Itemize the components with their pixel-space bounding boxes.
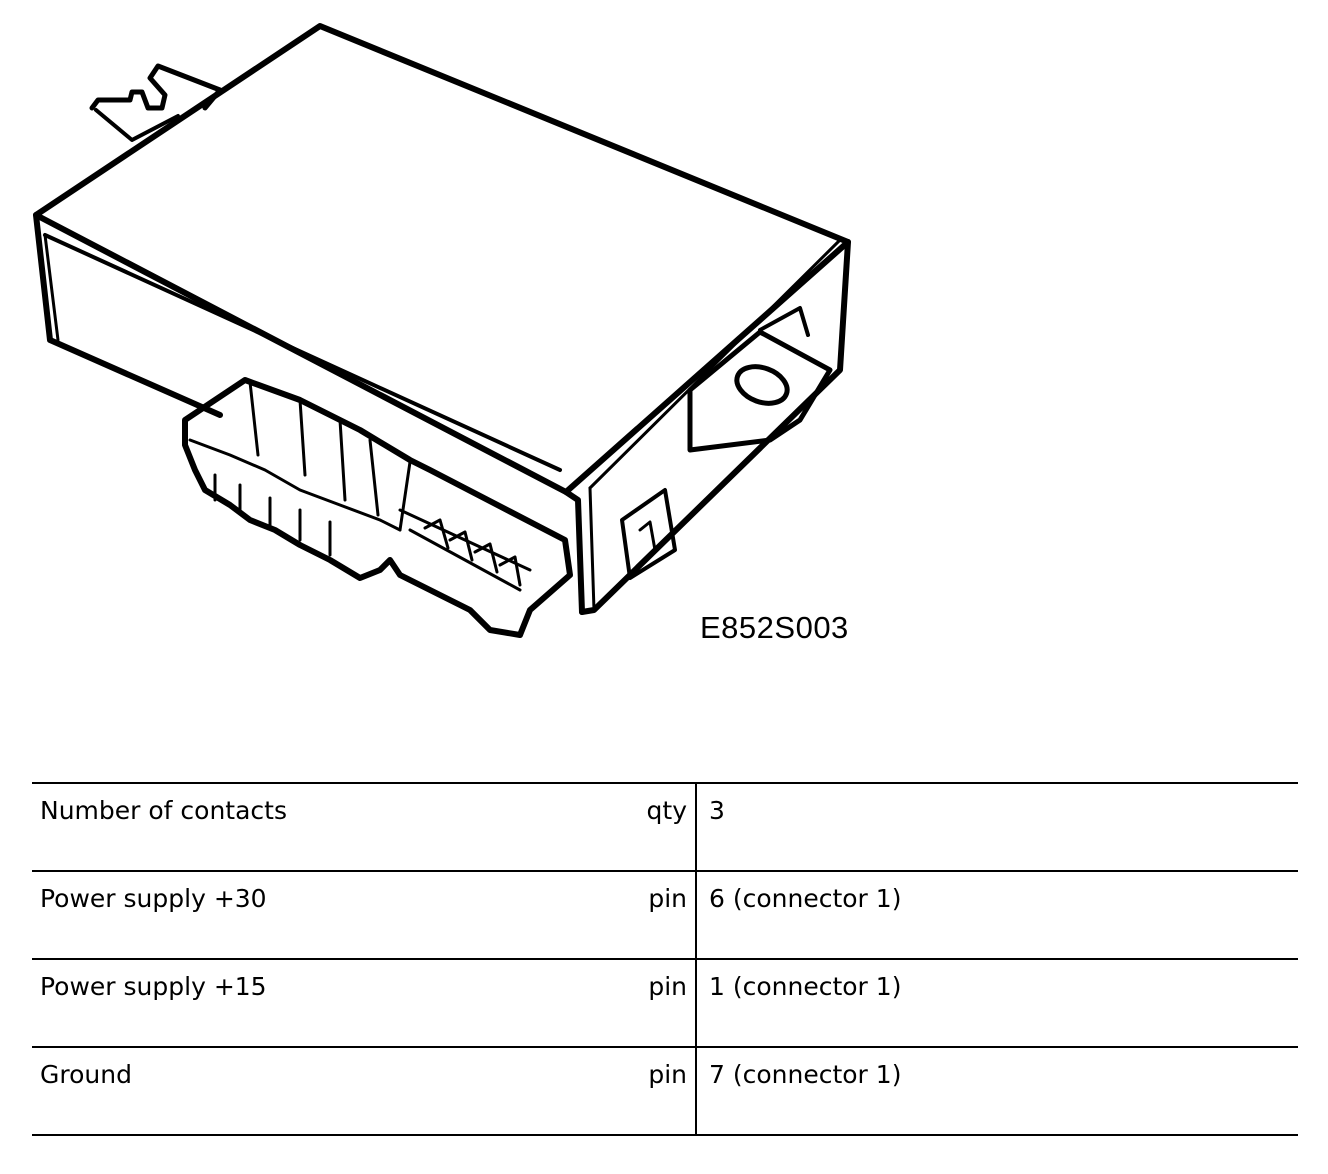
figure-code-label: E852S003: [700, 610, 849, 645]
table-row: Ground pin 7 (connector 1): [32, 1046, 1298, 1136]
spec-unit: qty: [592, 782, 697, 871]
table-row: Power supply +15 pin 1 (connector 1): [32, 958, 1298, 1047]
spec-table: Number of contacts qty 3 Power supply +3…: [32, 782, 1298, 1136]
table-row: Power supply +30 pin 6 (connector 1): [32, 870, 1298, 959]
spec-label: Power supply +30: [32, 870, 592, 959]
table-row: Number of contacts qty 3: [32, 782, 1298, 871]
spec-unit: pin: [592, 1046, 697, 1136]
control-module-illustration: [33, 23, 851, 638]
spec-value: 1 (connector 1): [696, 958, 1298, 1047]
spec-unit: pin: [592, 958, 697, 1047]
spec-label: Number of contacts: [32, 782, 592, 871]
spec-label: Ground: [32, 1046, 592, 1136]
spec-label: Power supply +15: [32, 958, 592, 1047]
spec-value: 7 (connector 1): [696, 1046, 1298, 1136]
spec-value: 3: [696, 782, 1298, 871]
spec-value: 6 (connector 1): [696, 870, 1298, 959]
spec-unit: pin: [592, 870, 697, 959]
